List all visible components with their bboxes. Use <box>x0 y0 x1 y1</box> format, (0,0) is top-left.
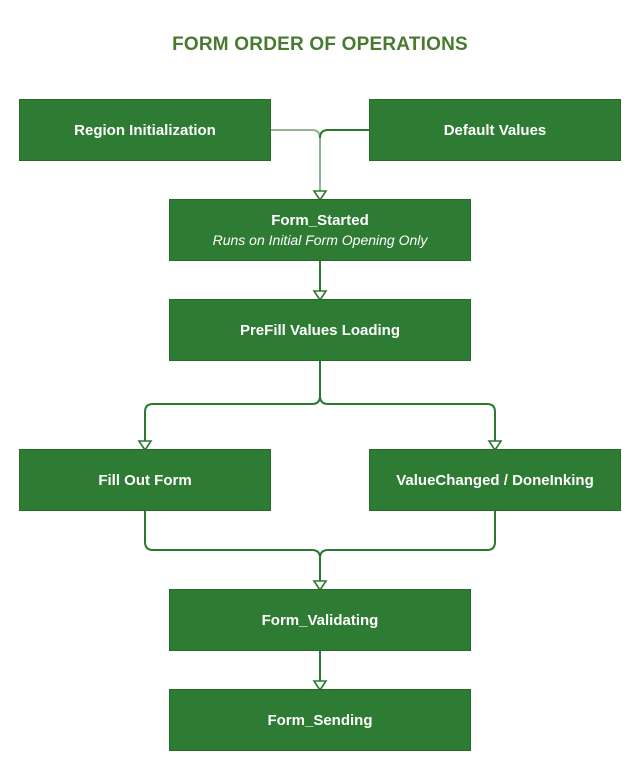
arrowhead-prefill <box>312 290 328 302</box>
node-form-validating: Form_Validating <box>169 589 471 651</box>
arrowhead-value-changed <box>487 440 503 452</box>
node-label: Region Initialization <box>74 121 216 139</box>
node-region-initialization: Region Initialization <box>19 99 271 161</box>
node-label: Fill Out Form <box>98 471 192 489</box>
node-sublabel: Runs on Initial Form Opening Only <box>212 232 428 248</box>
node-label: Form_Validating <box>261 611 379 629</box>
node-label: Form_Started <box>271 212 369 229</box>
diagram-title: FORM ORDER OF OPERATIONS <box>172 34 468 55</box>
arrowhead-fill-out <box>137 440 153 452</box>
arrowhead-form-started <box>312 190 328 202</box>
arrowhead-validating <box>312 580 328 592</box>
node-default-values: Default Values <box>369 99 621 161</box>
edge-region-init-to-form-started <box>270 129 321 192</box>
node-fill-out-form: Fill Out Form <box>19 449 271 511</box>
node-form-sending: Form_Sending <box>169 689 471 751</box>
node-label: Default Values <box>443 121 547 139</box>
node-value-changed-done-inking: ValueChanged / DoneInking <box>369 449 621 511</box>
edge-prefill-to-fill-out <box>144 360 321 442</box>
edge-fill-out-to-validating <box>144 510 321 582</box>
node-label: ValueChanged / DoneInking <box>396 471 594 489</box>
node-prefill-values-loading: PreFill Values Loading <box>169 299 471 361</box>
edge-default-values-to-form-started <box>319 129 370 139</box>
arrowhead-sending <box>312 680 328 692</box>
edge-value-changed-to-validating <box>319 510 496 559</box>
edge-prefill-to-value-changed <box>319 395 496 442</box>
node-label: PreFill Values Loading <box>239 321 401 339</box>
node-label: Form_Sending <box>267 711 373 729</box>
node-form-started: Form_Started Runs on Initial Form Openin… <box>169 199 471 261</box>
